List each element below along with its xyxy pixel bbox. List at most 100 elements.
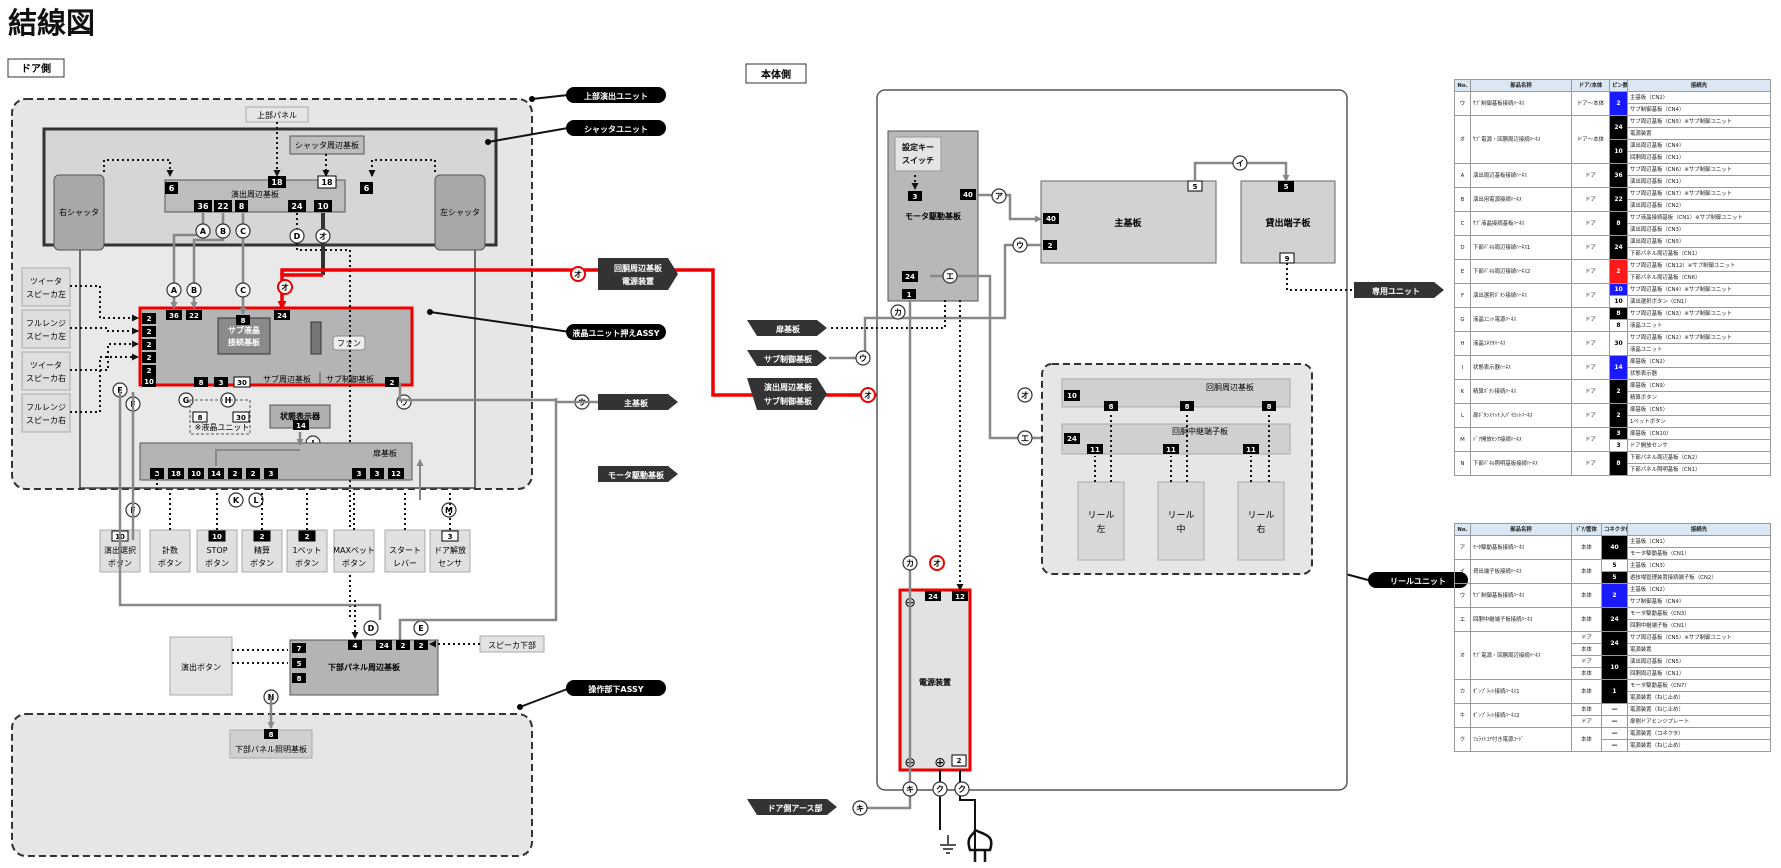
tag-main-board: 主基板	[624, 398, 649, 408]
bottom-button-label-2: ボタン	[342, 559, 366, 568]
svg-text:10: 10	[191, 470, 201, 478]
bottom-button-label-2: ボタン	[250, 559, 274, 568]
wire-dedicated	[1286, 263, 1352, 291]
wire-right-shutter	[103, 159, 174, 177]
connector-marker-label: オ	[319, 232, 327, 241]
tag-motor-board: モータ駆動基板	[608, 470, 665, 480]
svg-text:2: 2	[260, 533, 265, 541]
connector-marker	[195, 223, 211, 239]
connector-marker-label: D	[368, 624, 375, 633]
svg-text:36: 36	[169, 312, 179, 320]
svg-text:40: 40	[963, 191, 973, 199]
svg-text:7: 7	[297, 645, 302, 653]
power-label: 電源装置	[919, 677, 951, 687]
tag-dedicated-unit: 専用ユニット	[1372, 286, 1420, 296]
connector-marker-label: エ	[1021, 434, 1029, 443]
bottom-button-label-1: スタート	[389, 546, 421, 555]
reel-periph-label: 回胴周辺基板	[1206, 382, 1254, 392]
lower-panel-board	[289, 639, 439, 696]
status-display-label: 状態表示器	[280, 411, 321, 421]
connector-marker-label: C	[240, 227, 246, 236]
bottom-button-label-1: MAXベット	[333, 546, 375, 555]
connector-marker	[235, 282, 251, 298]
svg-text:6: 6	[169, 184, 175, 193]
tag-effect-periph: 演出周辺基板	[764, 382, 813, 392]
payout-board	[1240, 180, 1336, 264]
connector-marker	[1012, 237, 1028, 253]
svg-text:8: 8	[269, 731, 274, 739]
callout-op-assy: 操作部下ASSY	[588, 684, 643, 694]
svg-text:5: 5	[297, 660, 302, 668]
wire-speaker-2	[70, 327, 139, 335]
setting-key-1: 設定キー	[902, 142, 934, 152]
main-board	[1040, 180, 1217, 264]
bottom-button-label-1: STOP	[206, 546, 227, 555]
svg-text:12: 12	[391, 470, 401, 478]
svg-text:12: 12	[955, 593, 965, 601]
bottom-button-box	[149, 529, 191, 573]
svg-text:8: 8	[239, 202, 245, 211]
lower-panel-label: 下部パネル周辺基板	[328, 662, 401, 672]
connector-marker-label: オ	[933, 559, 941, 568]
svg-text:10: 10	[1067, 392, 1077, 400]
connector-marker	[315, 228, 331, 244]
table-row: ドア—扉側ドアヒンジプレート	[1455, 715, 1771, 728]
door-markers: ABCDオABCオEFGHIKLMFウウオDEN	[112, 223, 590, 705]
tag-sub-ctrl2: サブ制御基板	[764, 396, 813, 406]
power-plug-icon	[967, 828, 993, 852]
connector-marker-label: カ	[906, 559, 914, 568]
svg-text:8: 8	[1185, 403, 1190, 411]
svg-text:2: 2	[1048, 242, 1053, 250]
fan-label: ファン	[337, 339, 361, 348]
svg-text:8: 8	[1109, 403, 1114, 411]
speaker-label-line1: ツイータ	[30, 361, 62, 370]
effect-board-label: 演出周辺基板	[231, 189, 279, 199]
shutter-board-label: シャッタ周辺基板	[295, 140, 359, 150]
sub-periph-label: サブ周辺基板	[263, 374, 311, 384]
bottom-button-label-2: ボタン	[295, 559, 319, 568]
svg-text:3: 3	[269, 470, 274, 478]
lcd-assy-connectors: 2 2 2 2 2 10 36 22 8 24 8 3 30 2	[142, 310, 399, 388]
connector-marker-label: ウ	[1016, 241, 1024, 250]
svg-text:24: 24	[1067, 435, 1077, 443]
bottom-button-label-1: ドア解放	[434, 545, 466, 555]
connector-marker	[860, 387, 876, 403]
lcd-unit-label: ※液晶ユニット	[195, 422, 250, 432]
svg-text:24: 24	[277, 312, 287, 320]
svg-text:3: 3	[357, 470, 362, 478]
connector-marker-label: E	[418, 624, 423, 633]
svg-text:3: 3	[448, 533, 453, 541]
svg-text:10: 10	[144, 378, 154, 386]
wire-speaker-3	[70, 340, 139, 371]
connector-marker	[228, 492, 244, 508]
lower-panel-connectors: 7 5 8 4 24 2 2	[292, 640, 428, 683]
svg-text:2: 2	[147, 315, 152, 323]
svg-text:2: 2	[390, 379, 395, 387]
connector-marker	[1017, 430, 1033, 446]
svg-text:11: 11	[1246, 446, 1256, 454]
connector-marker-label: B	[220, 227, 226, 236]
reel-box	[1157, 481, 1205, 561]
svg-text:1: 1	[907, 291, 912, 299]
connector-marker	[852, 800, 868, 816]
connector-marker-label: D	[294, 232, 301, 241]
callout-lcd-assy: 液晶ユニット押えASSY	[572, 328, 659, 338]
tag-door-earth: ドア側アース部	[767, 803, 822, 813]
wire-left-shutter	[368, 159, 436, 177]
svg-text:11: 11	[1166, 446, 1176, 454]
body-markers: アイウウエエカオオカオキククキ	[852, 155, 1248, 816]
wire-E-path	[118, 392, 382, 620]
svg-text:2: 2	[305, 533, 310, 541]
svg-text:24: 24	[379, 642, 389, 650]
door-section-label-box	[7, 58, 65, 78]
svg-text:3: 3	[913, 193, 918, 201]
